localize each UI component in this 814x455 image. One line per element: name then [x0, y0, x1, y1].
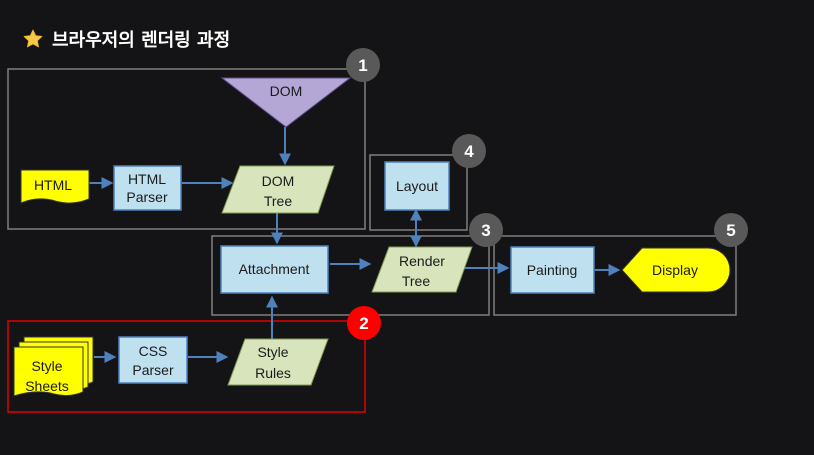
html-parser-node: HTML Parser — [113, 165, 182, 211]
svg-text:2: 2 — [359, 314, 368, 333]
svg-text:Painting: Painting — [527, 262, 578, 278]
svg-text:Sheets: Sheets — [25, 378, 69, 394]
css-parser-node: CSS Parser — [118, 336, 188, 384]
svg-text:Parser: Parser — [126, 189, 168, 205]
svg-text:3: 3 — [481, 221, 490, 240]
svg-text:DOM: DOM — [270, 83, 303, 99]
style-rules-node: Style Rules — [227, 338, 329, 386]
svg-text:HTML: HTML — [34, 177, 72, 193]
svg-text:CSS: CSS — [139, 343, 168, 359]
dom-node: DOM — [220, 77, 352, 128]
badge-4: 4 — [452, 134, 486, 168]
page-title: 브라우저의 렌더링 과정 — [22, 26, 230, 52]
page-title-text: 브라우저의 렌더링 과정 — [52, 30, 231, 51]
group-frame-1 — [7, 68, 366, 230]
badge-5: 5 — [714, 213, 748, 247]
badge-3: 3 — [469, 213, 503, 247]
svg-text:Layout: Layout — [396, 178, 438, 194]
painting-node: Painting — [510, 246, 595, 294]
svg-text:Attachment: Attachment — [239, 261, 310, 277]
attachment-node: Attachment — [220, 245, 329, 294]
display-node: Display — [621, 247, 731, 293]
render-tree-node: Render Tree — [371, 246, 473, 293]
svg-text:Render: Render — [399, 253, 445, 269]
svg-text:Rules: Rules — [255, 365, 291, 381]
dom-tree-node: DOM Tree — [221, 165, 335, 214]
style-sheets-node: Style Sheets — [13, 336, 94, 397]
badge-1: 1 — [346, 48, 380, 82]
svg-text:Display: Display — [652, 262, 698, 278]
svg-text:Style: Style — [257, 344, 288, 360]
group-frame-2-highlight — [7, 320, 366, 413]
svg-text:Style: Style — [31, 358, 62, 374]
badge-2: 2 — [347, 306, 381, 340]
svg-text:Tree: Tree — [264, 193, 292, 209]
svg-text:Tree: Tree — [402, 273, 430, 289]
group-frame-5 — [493, 235, 737, 316]
svg-text:1: 1 — [358, 56, 367, 75]
star-icon — [23, 29, 43, 48]
svg-text:4: 4 — [464, 142, 474, 161]
svg-text:HTML: HTML — [128, 171, 166, 187]
svg-text:Parser: Parser — [132, 362, 174, 378]
html-node: HTML — [20, 169, 90, 204]
layout-node: Layout — [384, 161, 450, 211]
svg-text:5: 5 — [726, 221, 735, 240]
svg-text:DOM: DOM — [262, 173, 295, 189]
